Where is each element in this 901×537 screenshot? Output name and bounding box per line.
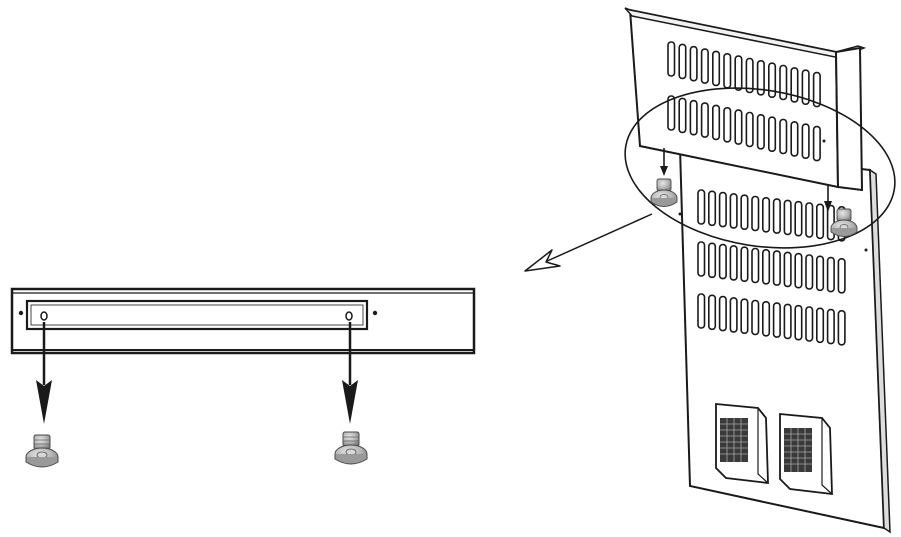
vent-slot bbox=[740, 194, 749, 230]
screw-icon bbox=[830, 208, 858, 237]
rear-panel bbox=[624, 7, 896, 534]
arrow-down-icon bbox=[660, 148, 668, 176]
screw-icon bbox=[650, 178, 678, 207]
arrow-down-icon bbox=[824, 184, 832, 212]
bracket-hole-right bbox=[345, 311, 353, 321]
vent-slot bbox=[815, 255, 825, 292]
vent-slot bbox=[779, 118, 788, 155]
magnifier-ellipse bbox=[624, 87, 896, 249]
vent-slot bbox=[729, 193, 738, 229]
vent-slot bbox=[734, 55, 743, 91]
vent-slot bbox=[751, 247, 760, 284]
screw-icon bbox=[25, 434, 59, 468]
bracket-detail-view bbox=[10, 287, 476, 468]
vent-slot bbox=[805, 254, 814, 290]
vent-slot bbox=[734, 109, 743, 145]
vent-slot bbox=[697, 293, 706, 329]
vent-slot bbox=[711, 104, 721, 141]
vent-slot bbox=[783, 199, 792, 236]
vent-slot bbox=[783, 303, 792, 340]
vent-slot bbox=[761, 300, 771, 337]
vent-slot bbox=[729, 297, 738, 333]
vent-slot bbox=[826, 204, 835, 241]
vent-slot bbox=[678, 43, 687, 80]
vent-slot bbox=[751, 299, 760, 336]
vent-slot bbox=[689, 99, 698, 136]
vent-slot bbox=[767, 62, 777, 99]
vent-slot bbox=[678, 97, 687, 134]
vent-slot bbox=[794, 252, 803, 289]
bracket-inner-plate bbox=[25, 299, 369, 331]
vent-slot bbox=[745, 57, 754, 94]
vent-slot bbox=[689, 45, 698, 82]
vent-slot bbox=[718, 191, 727, 228]
vent-slot bbox=[794, 200, 803, 237]
vent-slot bbox=[837, 309, 846, 346]
bracket-dot-left bbox=[18, 310, 24, 316]
vent-slot bbox=[794, 304, 803, 341]
vent-slot bbox=[667, 95, 676, 131]
vent-slot bbox=[812, 71, 821, 108]
vent-slot bbox=[718, 295, 727, 332]
vent-slot bbox=[815, 203, 825, 240]
vent-slot bbox=[815, 307, 825, 344]
vent-slot bbox=[812, 125, 821, 162]
vent-slot bbox=[707, 294, 717, 331]
vent-slot bbox=[826, 308, 835, 345]
panel-dot bbox=[822, 139, 826, 143]
vent-slot bbox=[772, 198, 781, 234]
vent-slot bbox=[772, 302, 781, 338]
vent-slot bbox=[801, 69, 810, 105]
vent-slot bbox=[772, 250, 781, 286]
vent-slot bbox=[801, 123, 810, 159]
vent-slot bbox=[826, 256, 835, 293]
vent-slot bbox=[756, 114, 765, 150]
rear-panel-side-edge bbox=[869, 168, 891, 534]
vent-slot bbox=[707, 242, 717, 279]
vent-slots bbox=[667, 41, 846, 346]
vent-slot bbox=[790, 67, 799, 103]
vent-slot bbox=[718, 243, 727, 280]
vent-slot bbox=[700, 102, 709, 138]
bracket-inner-plate-inset bbox=[30, 304, 364, 326]
vent-slot bbox=[740, 246, 749, 282]
power-connector-icon bbox=[715, 403, 769, 485]
vent-slot bbox=[729, 245, 738, 281]
vent-slot bbox=[805, 202, 814, 238]
power-connector-icon bbox=[779, 413, 833, 496]
vent-slot bbox=[700, 48, 709, 84]
bracket-hole-left bbox=[40, 311, 48, 321]
vent-slot bbox=[723, 52, 732, 89]
vent-slot bbox=[745, 111, 754, 148]
vent-slot bbox=[779, 64, 788, 101]
vent-slot bbox=[837, 257, 846, 294]
vent-slot bbox=[751, 195, 760, 232]
vent-slot bbox=[697, 189, 706, 225]
vent-slot bbox=[667, 41, 676, 77]
vent-slot bbox=[697, 241, 706, 277]
vent-slot bbox=[756, 59, 765, 96]
panel-dot bbox=[678, 212, 682, 216]
callout-arrow-icon bbox=[524, 213, 653, 272]
vent-slot bbox=[740, 298, 749, 335]
bracket-dot-right bbox=[372, 310, 378, 316]
vent-slot bbox=[723, 107, 732, 143]
screw-icon bbox=[334, 431, 368, 465]
vent-slot bbox=[761, 197, 771, 233]
vent-slot bbox=[711, 50, 721, 87]
vent-slot bbox=[767, 116, 777, 152]
vent-slot bbox=[707, 190, 717, 227]
vent-slot bbox=[805, 306, 814, 342]
arrow-down-icon bbox=[342, 322, 358, 424]
vent-slot bbox=[790, 121, 799, 157]
panel-dot bbox=[864, 248, 868, 252]
arrow-down-icon bbox=[36, 322, 52, 424]
vent-slot bbox=[783, 251, 792, 288]
vent-slot bbox=[761, 249, 771, 285]
